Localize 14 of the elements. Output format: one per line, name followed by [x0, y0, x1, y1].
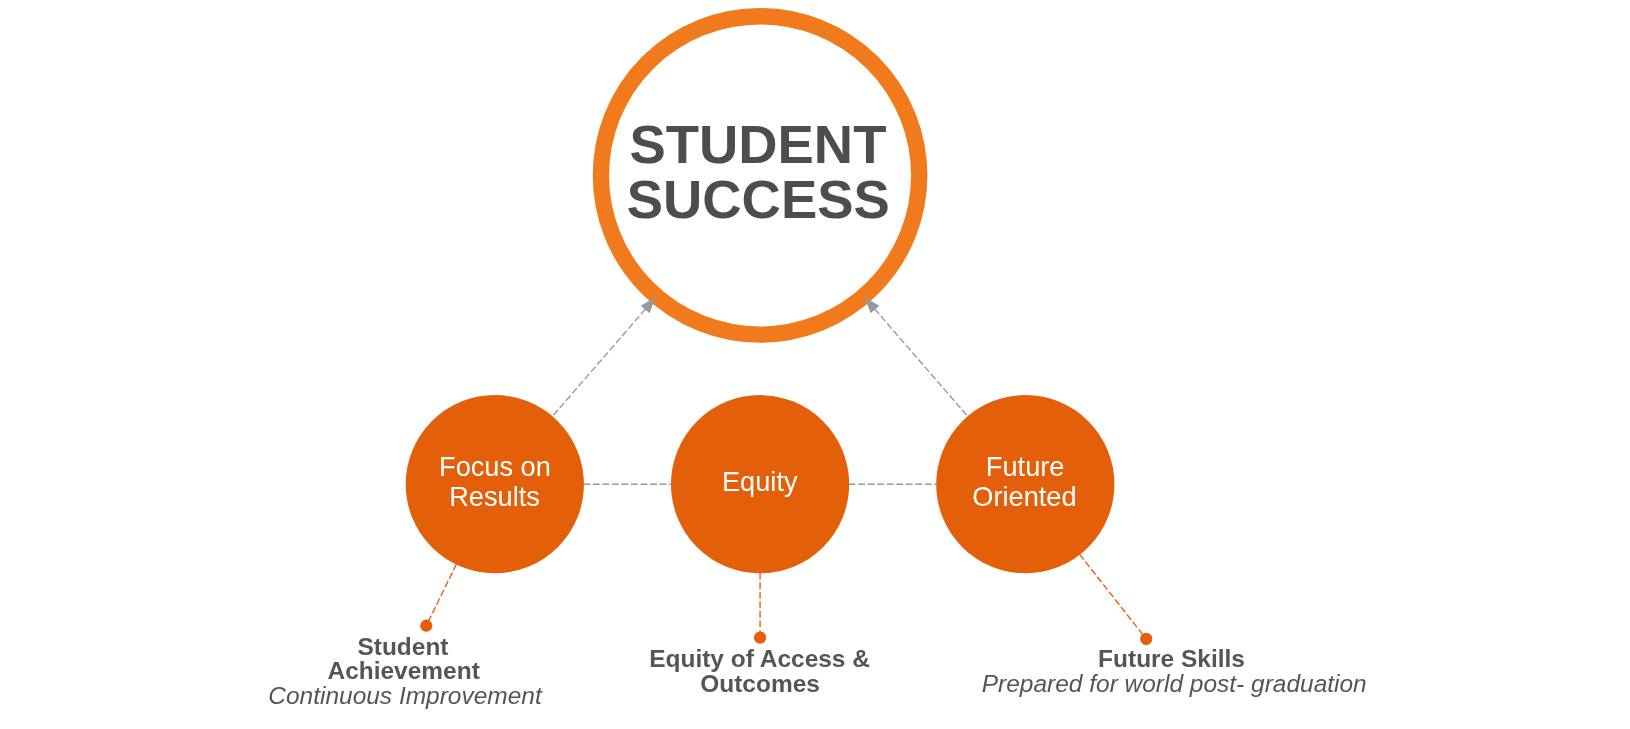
node-text: Equity of Access & Outcomes — [648, 645, 870, 697]
node-text: Future Skills Prepared for world post- graduation — [981, 645, 1367, 697]
arrow — [551, 297, 656, 418]
connector — [582, 483, 672, 485]
node-text: Student Achievement Continuous Improvement — [267, 632, 542, 709]
connector — [847, 483, 937, 485]
connector — [419, 563, 457, 632]
arrow — [863, 297, 968, 418]
node-circle: Future Oriented — [935, 395, 1114, 574]
connector — [1078, 553, 1152, 646]
node-circle: Focus on Results — [405, 395, 584, 574]
node-circle: STUDENT SUCCESS — [592, 8, 927, 343]
connector — [753, 572, 766, 644]
node-circle: Equity — [670, 395, 849, 574]
